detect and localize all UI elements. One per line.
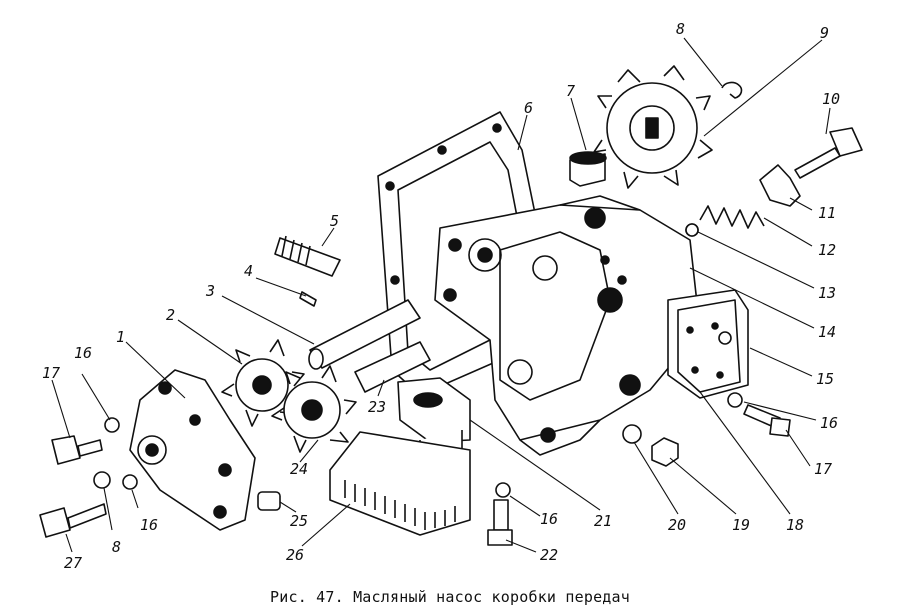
callout-6: 6 (524, 99, 533, 117)
part-5-stud (274, 235, 341, 277)
callout-26: 26 (286, 546, 304, 564)
callout-1: 1 (116, 328, 125, 346)
part-17-bolt-left (51, 435, 103, 465)
callout-21: 21 (594, 512, 612, 530)
part-16-washer-left-mid (122, 474, 138, 490)
part-3-shaft (308, 299, 421, 370)
callout-24: 24 (290, 460, 308, 478)
callout-13: 13 (818, 284, 836, 302)
callout-8-left: 8 (112, 538, 121, 556)
exploded-pump-drawing: 1 2 3 4 5 6 7 8 9 10 11 12 13 14 15 16 1… (39, 20, 863, 572)
part-20-washer (622, 424, 642, 444)
part-16-washer-right (727, 392, 743, 408)
callout-18: 18 (786, 516, 804, 534)
callout-23: 23 (368, 398, 386, 416)
part-8-circlip-left (93, 471, 111, 489)
part-8-circlip-top (721, 81, 743, 99)
callout-27: 27 (64, 554, 82, 572)
callout-12: 12 (818, 241, 836, 259)
callout-11: 11 (818, 204, 836, 222)
part-24-gear (271, 365, 357, 453)
callout-16-left-top: 16 (74, 344, 92, 362)
part-12-spring (699, 205, 765, 229)
callout-22: 22 (540, 546, 558, 564)
part-23-short-shaft (354, 341, 431, 393)
part-10-bolt (794, 127, 863, 179)
callout-9: 9 (820, 24, 829, 42)
callout-8-top: 8 (676, 20, 685, 38)
part-4-key (299, 291, 317, 307)
leader-lines (51, 37, 831, 553)
callout-16-left-bottom: 16 (140, 516, 158, 534)
callout-14: 14 (818, 323, 836, 341)
callout-15: 15 (816, 370, 834, 388)
part-16-washer-mid (495, 482, 511, 498)
callout-numbers: 1 2 3 4 5 6 7 8 9 10 11 12 13 14 15 16 1… (42, 20, 840, 572)
part-14-pump-housing (434, 195, 701, 456)
callout-17-left: 17 (42, 364, 60, 382)
part-15-cover (667, 289, 749, 399)
part-26-strainer (329, 431, 471, 536)
part-27-long-bolt (39, 503, 107, 538)
figure-caption: Рис. 47. Масляный насос коробки передач (270, 588, 630, 606)
callout-16-right: 16 (820, 414, 838, 432)
callout-4: 4 (244, 262, 253, 280)
callout-17-right: 17 (814, 460, 832, 478)
part-11-lock-plate (759, 164, 801, 207)
part-9-sprocket (593, 65, 713, 189)
part-17-bolt-right (743, 404, 791, 437)
callout-5: 5 (330, 212, 339, 230)
callout-3: 3 (205, 282, 215, 300)
callout-10: 10 (822, 90, 840, 108)
part-25-bushing (257, 491, 281, 511)
callout-25: 25 (290, 512, 308, 530)
callout-7: 7 (566, 82, 575, 100)
part-7-plug (569, 151, 607, 187)
part-22-bolt (487, 499, 513, 546)
callout-20: 20 (668, 516, 686, 534)
part-13-ball (685, 223, 699, 237)
callout-19: 19 (732, 516, 750, 534)
callout-2: 2 (166, 306, 175, 324)
callout-16-mid: 16 (540, 510, 558, 528)
part-1-pump-cover (129, 369, 256, 531)
part-16-washer-left-top (104, 417, 120, 433)
